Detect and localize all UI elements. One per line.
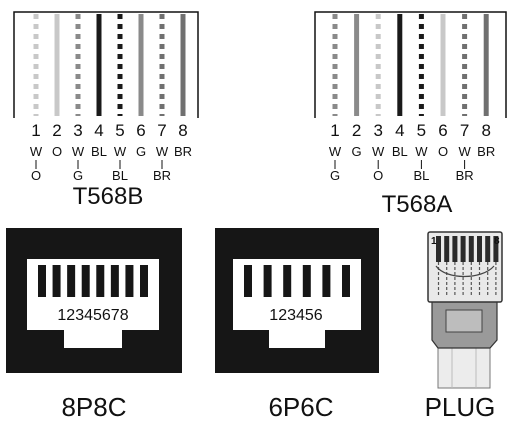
jack-8p8c-contact-6	[110, 265, 119, 297]
t568a-sub-code-1: G	[330, 168, 340, 183]
t568b-pin-1: 1	[31, 121, 40, 140]
t568b-pin-7: 7	[157, 121, 166, 140]
t568b-pin-4: 4	[94, 121, 103, 140]
jack-8p8c: 12345678 8P8C	[6, 228, 182, 422]
t568b-bracket	[13, 11, 199, 118]
jack-6p6c-contact-1	[244, 265, 252, 297]
plug-contacts	[436, 236, 499, 296]
jack-8p8c-contact-2	[52, 265, 61, 297]
t568b-code-4: BL	[91, 144, 107, 159]
jack-8p8c-pin-numbers: 12345678	[57, 307, 128, 324]
t568b-sub-code-5: BL	[112, 168, 128, 183]
jack-8p8c-contact-8	[140, 265, 148, 297]
jack-8p8c-contact-5	[96, 265, 105, 297]
plug-contact-3	[452, 236, 458, 262]
t568b-pin-3: 3	[73, 121, 82, 140]
plug-pin-one-marker: 1	[431, 236, 437, 247]
t568a-code-3: W	[372, 144, 385, 159]
t568a-pin-2: 2	[352, 121, 361, 140]
plug-contact-2	[444, 236, 450, 262]
t568b-code-3: W	[72, 144, 85, 159]
t568a-pin-8: 8	[481, 121, 490, 140]
jack-8p8c-contact-1	[38, 265, 46, 297]
t568a-code-6: O	[438, 144, 448, 159]
t568a-pin-4: 4	[395, 121, 404, 140]
jack-6p6c-contact-4	[302, 265, 311, 297]
t568a-code-2: G	[352, 144, 362, 159]
t568a-code-4: BL	[392, 144, 408, 159]
jack-8p8c-contacts	[38, 265, 148, 297]
jack-6p6c-pin-numbers: 123456	[269, 307, 322, 324]
jack-6p6c-contact-6	[342, 265, 350, 297]
t568a-code-5: W	[415, 144, 428, 159]
jack-6p6c-contact-5	[322, 265, 331, 297]
plug-latch	[445, 309, 483, 333]
t568b-sub-code-3: G	[73, 168, 83, 183]
plug-pin-eight-marker: 8	[494, 236, 500, 247]
t568a-pin-6: 6	[438, 121, 447, 140]
t568a-code-7: W	[458, 144, 471, 159]
t568a-wires	[332, 14, 489, 116]
t568a-sub-code-7: BR	[456, 168, 474, 183]
plug-crimp	[435, 265, 495, 277]
t568b-wires	[33, 14, 186, 116]
plug-cable	[437, 343, 491, 389]
t568a-sub-codes: G O BL BR	[330, 160, 474, 183]
t568b-pin-2: 2	[52, 121, 61, 140]
plug-contact-7	[485, 236, 491, 262]
t568a-code-8: BR	[477, 144, 495, 159]
t568a-title: T568A	[382, 191, 453, 218]
t568a-sub-code-5: BL	[413, 168, 429, 183]
plug-contact-4	[460, 236, 466, 262]
t568b-code-5: W	[114, 144, 127, 159]
t568a-code-1: W	[329, 144, 342, 159]
t568b-code-7: W	[156, 144, 169, 159]
t568a-pin-3: 3	[373, 121, 382, 140]
plug-contact-1	[436, 236, 441, 262]
t568a-pin-1: 1	[330, 121, 339, 140]
t568b-pin-8: 8	[178, 121, 187, 140]
jack-8p8c-label: 8P8C	[61, 392, 126, 422]
t568b-code-2: O	[52, 144, 62, 159]
jack-6p6c-label: 6P6C	[268, 392, 333, 422]
t568a-sub-code-3: O	[373, 168, 383, 183]
jack-6p6c-contacts	[244, 265, 350, 297]
t568b-title: T568B	[73, 183, 144, 210]
t568b-sub-codes: O G BL BR	[31, 160, 171, 183]
jack-8p8c-contact-7	[125, 265, 134, 297]
jack-6p6c-contact-2	[263, 265, 272, 297]
t568a-bracket	[314, 11, 507, 118]
t568b-pin-5: 5	[115, 121, 124, 140]
t568b-sub-code-1: O	[31, 168, 41, 183]
jack-6p6c: 123456 6P6C	[215, 228, 379, 422]
t568a-pin-5: 5	[417, 121, 426, 140]
plug-label: PLUG	[425, 392, 496, 422]
t568b-code-8: BR	[174, 144, 192, 159]
rj45-plug: 1 8 PLUG	[425, 231, 503, 422]
t568b-code-6: G	[136, 144, 146, 159]
plug-contact-6	[477, 236, 482, 262]
plug-contact-8	[493, 236, 499, 262]
t568a-pin-7: 7	[460, 121, 469, 140]
t568b-sub-code-7: BR	[153, 168, 171, 183]
jack-8p8c-contact-4	[81, 265, 90, 297]
t568b-pin-6: 6	[136, 121, 145, 140]
jack-8p8c-contact-3	[67, 265, 76, 297]
t568b-code-1: W	[30, 144, 43, 159]
plug-contact-5	[468, 236, 474, 262]
jack-6p6c-contact-3	[283, 265, 292, 297]
